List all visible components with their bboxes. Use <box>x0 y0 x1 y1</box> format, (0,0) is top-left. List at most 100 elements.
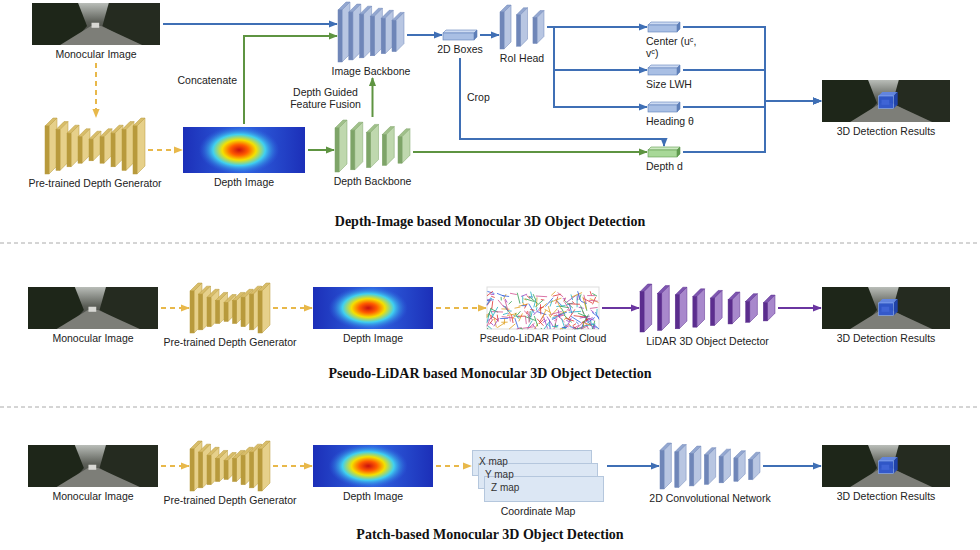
illustration-part <box>489 319 493 324</box>
caption-group: Depth Image <box>214 176 274 188</box>
illustration-part <box>203 444 211 488</box>
caption-group: Monocular Image <box>52 490 133 502</box>
illustration-part <box>371 124 379 167</box>
illustration-part <box>554 319 557 321</box>
caption-group: Pseudo-LiDAR Point Cloud <box>480 332 607 344</box>
connector <box>436 307 486 309</box>
illustration-part <box>199 294 203 330</box>
illustration-part <box>335 128 339 172</box>
illustration-part <box>530 309 534 311</box>
feature-bar: Center (uᶜ, vᶜ) <box>648 22 680 32</box>
illustration-part <box>690 453 694 485</box>
illustration-part <box>491 301 493 309</box>
illustration-part <box>552 318 556 320</box>
illustration-part <box>241 455 245 484</box>
caption-group: Depth Image <box>343 490 403 502</box>
caption-group: 3D Detection Results <box>837 125 936 137</box>
network-figure <box>660 443 760 489</box>
illustration-part <box>569 311 581 313</box>
edge-label: Depth Guided Feature Fusion <box>285 86 367 110</box>
illustration-part <box>504 5 511 49</box>
illustration-part <box>551 291 555 295</box>
illustration-part <box>78 137 82 163</box>
node-caption: 3D Detection Results <box>837 125 936 137</box>
illustration-part <box>719 457 723 483</box>
illustration-part <box>704 455 708 484</box>
connector <box>547 26 647 28</box>
illustration-part <box>199 452 203 488</box>
illustration-part <box>732 292 740 324</box>
illustration-part <box>339 120 347 172</box>
depth-map-figure <box>313 445 433 487</box>
illustration-part <box>558 312 567 315</box>
feature-bar <box>443 30 477 40</box>
illustration-part <box>878 461 893 474</box>
illustration-part <box>560 306 569 308</box>
node-caption: Monocular Image <box>52 332 133 344</box>
illustration-part <box>822 445 950 487</box>
illustration-part <box>572 293 582 297</box>
illustration-part <box>262 441 270 491</box>
network-figure <box>335 120 410 172</box>
illustration-part <box>474 30 477 40</box>
illustration-part <box>67 133 71 167</box>
section-title: Patch-based Monocular 3D Object Detectio… <box>356 527 623 543</box>
illustration-part <box>137 118 145 174</box>
section-separator <box>0 407 980 408</box>
caption-group: RoI Head <box>500 52 544 64</box>
network-figure: LiDAR 3D Object Detector <box>640 284 775 332</box>
illustration-part <box>57 310 140 329</box>
illustration-part <box>509 316 511 321</box>
illustration-part <box>133 126 137 174</box>
illustration-part <box>516 15 520 46</box>
illustration-part <box>534 316 537 326</box>
connector <box>436 465 471 467</box>
illustration-part <box>515 307 521 308</box>
illustration-part <box>509 324 515 329</box>
illustration-part <box>122 130 126 171</box>
illustration-part <box>648 105 677 112</box>
illustration-part <box>894 299 898 316</box>
illustration-part <box>505 300 508 311</box>
illustration-part <box>749 460 753 480</box>
illustration-part <box>522 305 527 306</box>
network-figure <box>338 2 404 62</box>
result-figure: 3D Detection Results <box>822 287 950 329</box>
caption-group: 3D Detection Results <box>837 490 936 502</box>
illustration-part <box>502 295 509 297</box>
illustration-part <box>537 11 544 44</box>
illustration-part <box>504 294 507 299</box>
caption-group: Depth d <box>646 160 683 172</box>
connector <box>407 34 442 36</box>
illustration-part <box>360 14 364 58</box>
illustration-part <box>555 324 557 328</box>
illustration-part <box>540 304 541 314</box>
illustration-part <box>552 326 558 328</box>
illustration-part <box>660 450 664 489</box>
illustration-part <box>648 68 677 75</box>
illustration-part <box>533 18 537 44</box>
illustration-part <box>520 328 523 329</box>
illustration-part <box>894 92 898 109</box>
illustration-part <box>533 308 541 316</box>
feature-bar <box>648 22 680 32</box>
illustration-part <box>490 309 492 315</box>
illustration-part <box>519 313 523 321</box>
illustration-part <box>583 297 586 309</box>
illustration-part <box>648 65 680 68</box>
connector <box>683 101 821 152</box>
illustration-part <box>220 292 228 323</box>
illustration-part <box>554 318 557 329</box>
illustration-part <box>398 137 402 163</box>
illustration-part <box>351 130 355 170</box>
connector <box>244 36 337 124</box>
illustration-part <box>581 326 588 329</box>
illustration-part <box>510 293 517 294</box>
illustration-part <box>509 301 512 304</box>
illustration-part <box>494 318 499 326</box>
illustration-part <box>648 147 680 150</box>
illustration-part <box>677 102 680 112</box>
illustration-part <box>513 313 517 319</box>
connector <box>683 70 821 101</box>
illustration-part <box>392 20 396 51</box>
